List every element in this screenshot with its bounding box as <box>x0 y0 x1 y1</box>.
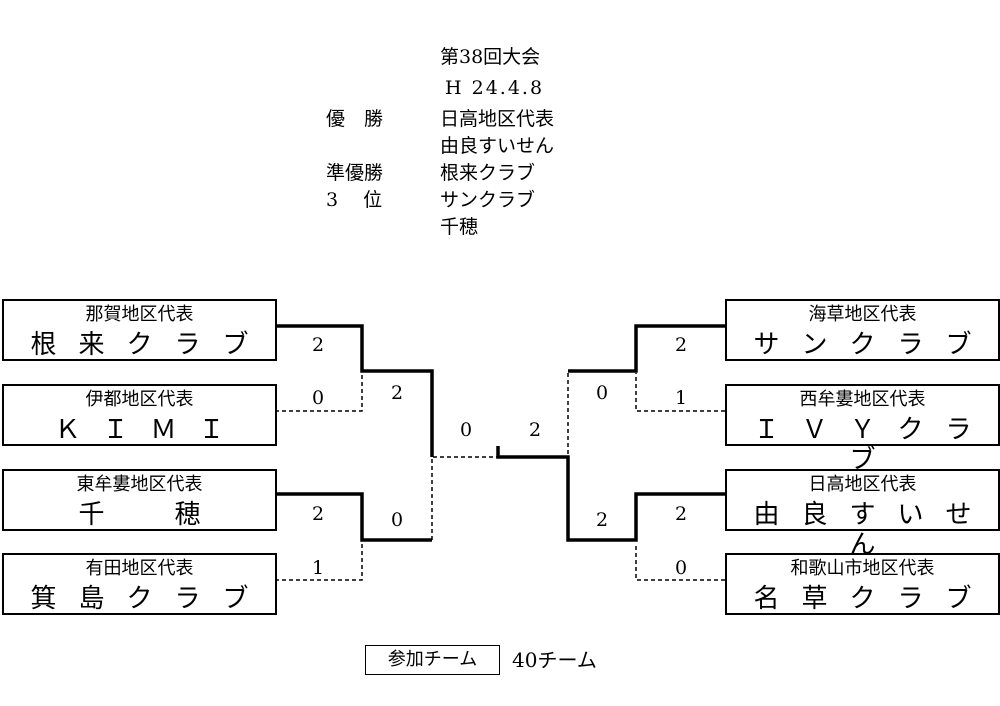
result-label: 優 勝 <box>326 108 384 130</box>
team-name: ＩＶＹクラブ <box>753 415 994 475</box>
score: 0 <box>674 557 688 579</box>
team-box: 有田地区代表箕島クラブ <box>2 553 277 615</box>
result-value: 日高地区代表 <box>440 108 555 130</box>
winner-line <box>568 324 725 373</box>
team-name: ＫＩＭＩ <box>54 415 247 445</box>
score: 0 <box>311 387 325 409</box>
score: 2 <box>390 382 404 404</box>
loser-line <box>275 373 363 412</box>
score: 2 <box>674 334 688 356</box>
team-name: 千 穂 <box>78 500 223 530</box>
team-box: 那賀地区代表根来クラブ <box>2 299 277 361</box>
result-value: サンクラブ <box>440 189 536 211</box>
result-label: 準優勝 <box>326 162 384 184</box>
team-region: 那賀地区代表 <box>85 304 194 325</box>
team-box: 東牟婁地区代表千 穂 <box>2 469 277 531</box>
team-name: 名草クラブ <box>753 584 994 614</box>
team-region: 和歌山市地区代表 <box>790 558 935 579</box>
team-box: 和歌山市地区代表名草クラブ <box>725 553 1000 615</box>
result-label: 3 位 <box>326 189 383 211</box>
team-region: 西牟婁地区代表 <box>799 389 926 410</box>
result-value: 千穂 <box>440 216 479 238</box>
final-score: 0 <box>459 419 473 441</box>
score: 0 <box>390 509 404 531</box>
team-region: 有田地区代表 <box>85 558 194 579</box>
team-box: 西牟婁地区代表 ＩＶＹクラブ <box>725 384 1000 475</box>
result-value: 由良すいせん <box>440 135 555 157</box>
team-box: 伊都地区代表 ＫＩＭＩ <box>2 384 277 446</box>
participants-count: 40チーム <box>512 648 597 672</box>
team-name: 箕島クラブ <box>30 584 271 614</box>
winner-line <box>275 324 434 457</box>
tournament-title: 第38回大会 <box>440 46 541 68</box>
team-name: サンクラブ <box>753 330 994 360</box>
score: 1 <box>674 387 688 409</box>
team-region: 東牟婁地区代表 <box>76 474 203 495</box>
team-box: 海草地区代表サンクラブ <box>725 299 1000 361</box>
loser-line <box>635 373 725 412</box>
team-name: 由良すいせん <box>753 500 994 560</box>
participants-label: 参加チーム <box>365 645 500 675</box>
final-score: 2 <box>528 419 542 441</box>
score: 2 <box>674 503 688 525</box>
winner-line <box>275 492 432 542</box>
team-region: 伊都地区代表 <box>85 389 194 410</box>
score: 2 <box>311 503 325 525</box>
loser-line <box>275 543 363 581</box>
team-name: 根来クラブ <box>30 330 271 360</box>
score: 2 <box>311 334 325 356</box>
team-region: 海草地区代表 <box>808 304 917 325</box>
tournament-date: H 24.4.8 <box>445 77 545 99</box>
score: 2 <box>595 509 609 531</box>
result-value: 根来クラブ <box>440 162 536 184</box>
loser-line <box>635 543 725 581</box>
loser-line <box>431 456 498 540</box>
team-region: 日高地区代表 <box>808 474 917 495</box>
score: 0 <box>595 382 609 404</box>
team-box: 日高地区代表由良すいせん <box>725 469 1000 560</box>
score: 1 <box>311 557 325 579</box>
